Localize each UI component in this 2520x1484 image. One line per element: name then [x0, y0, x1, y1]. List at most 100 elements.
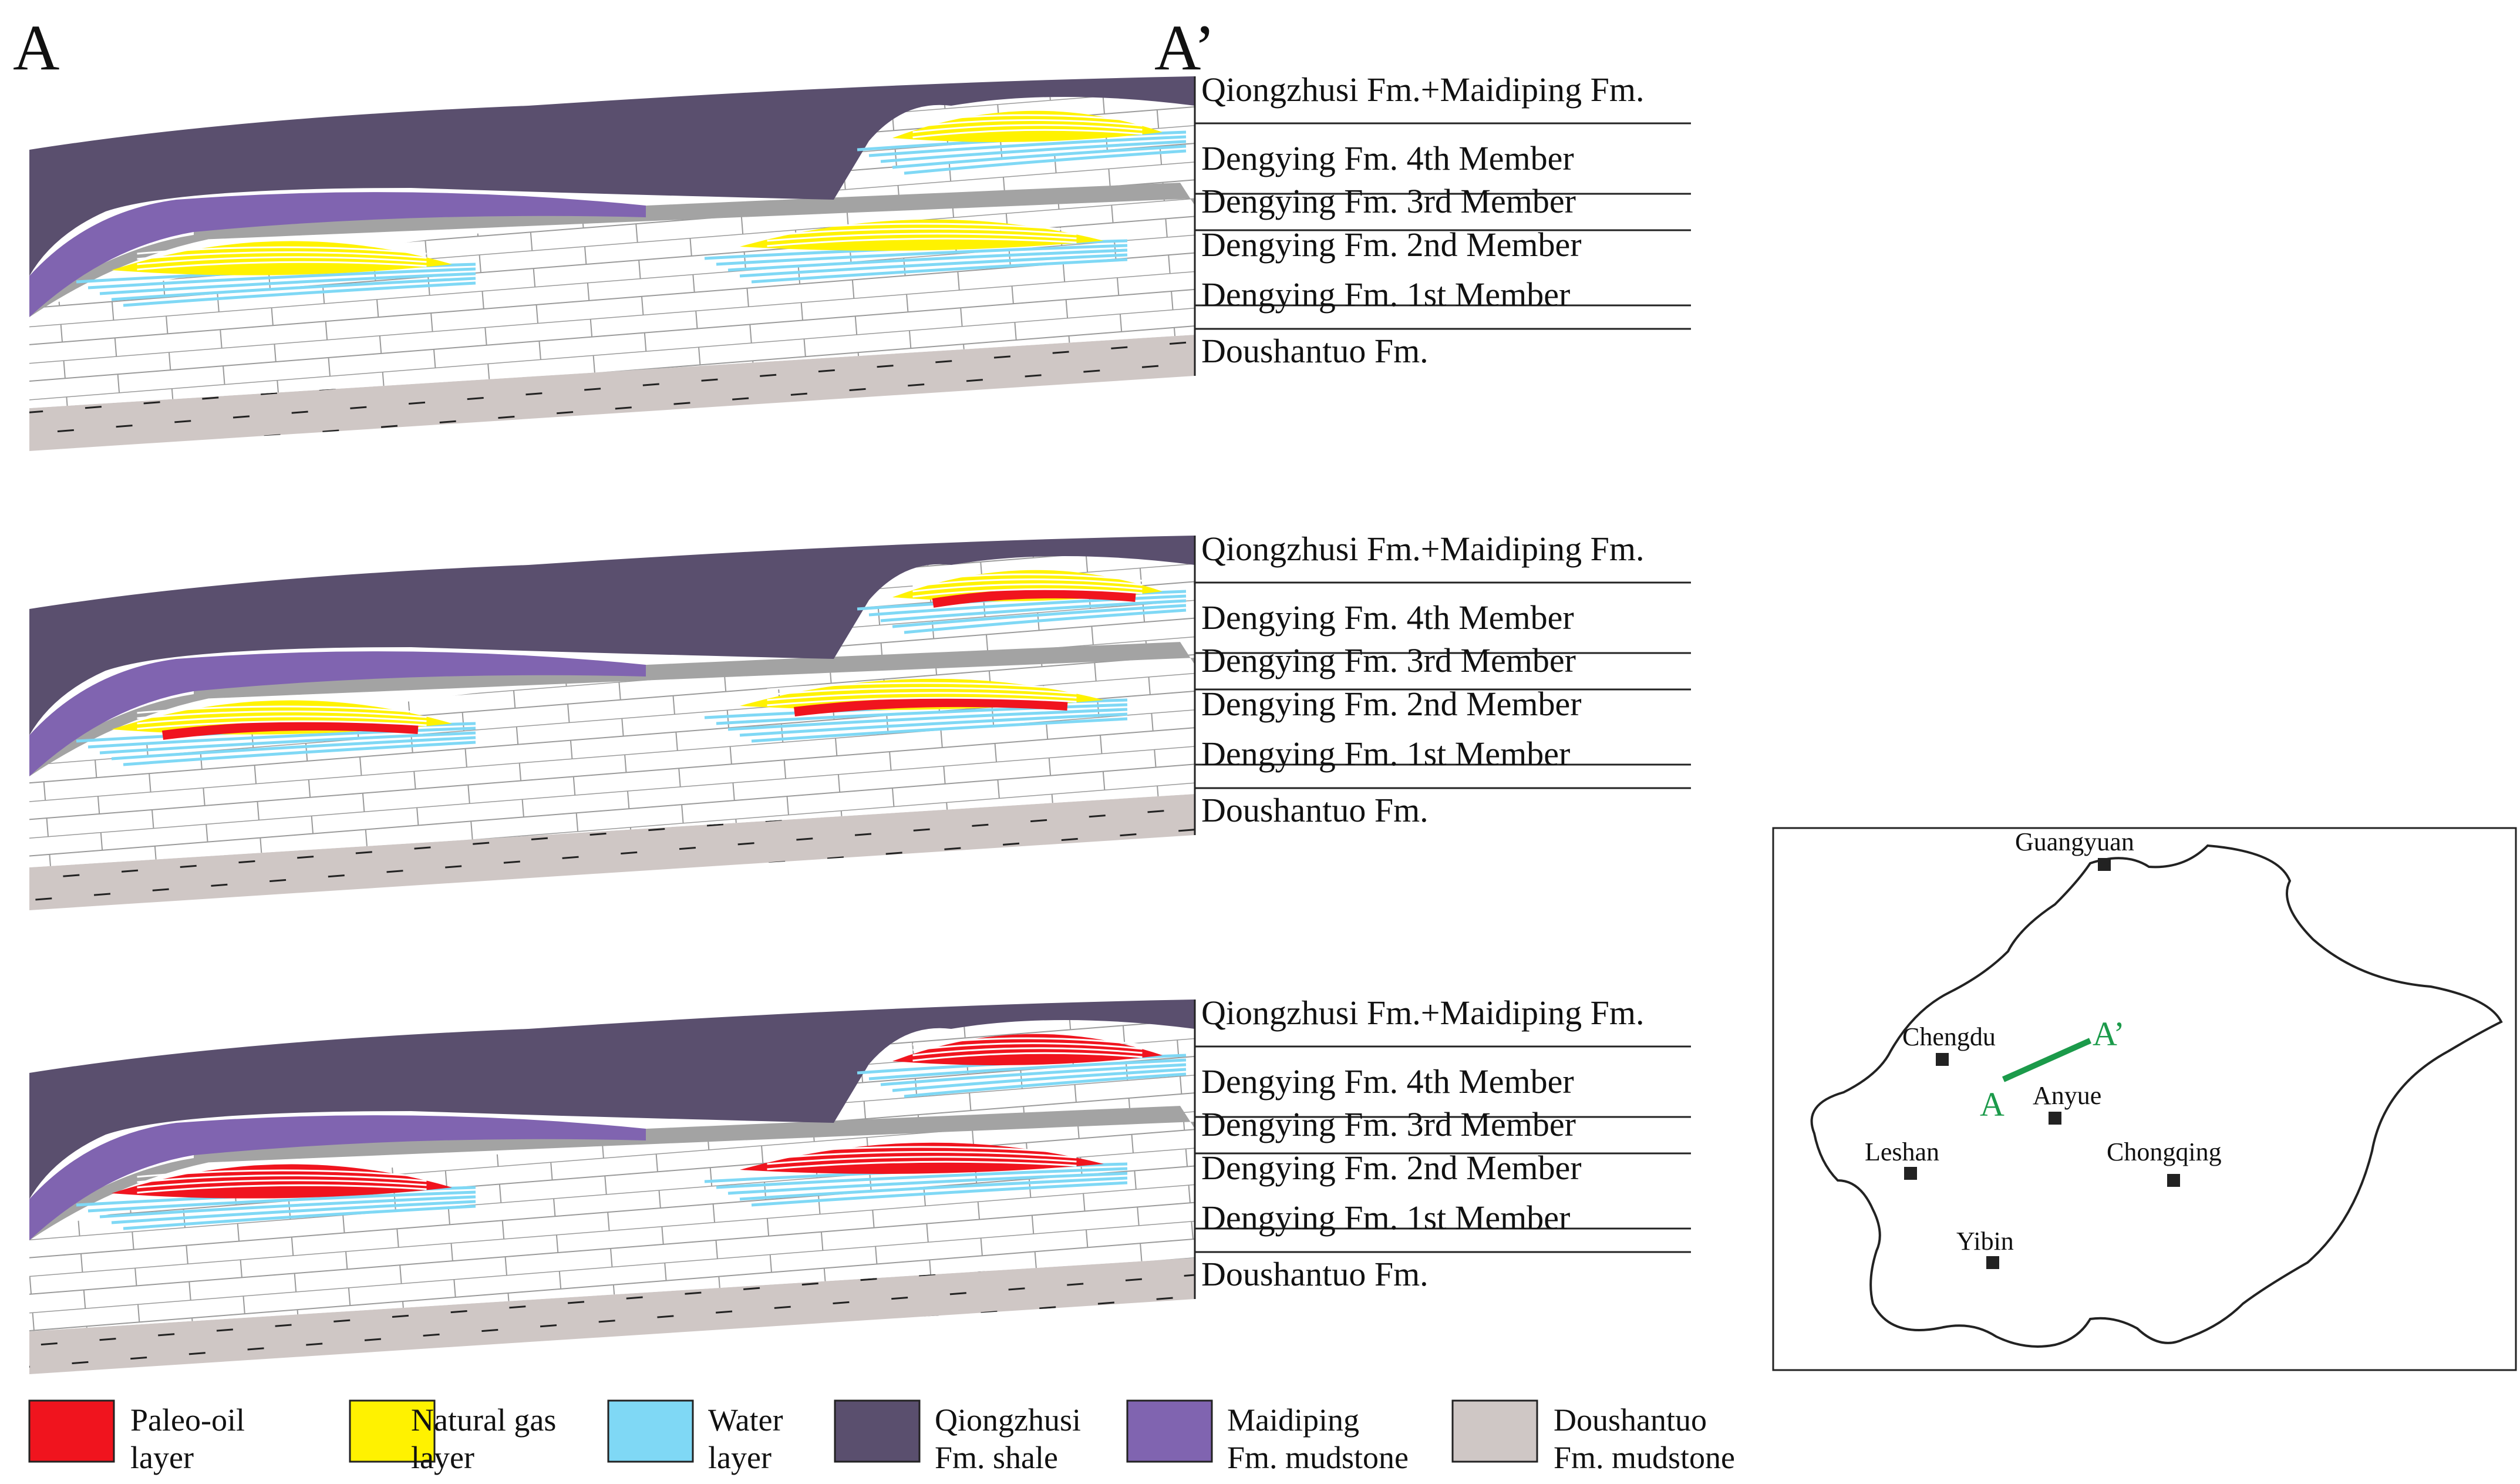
legend-label: Qiongzhusi [935, 1402, 1081, 1438]
water-layer-streak [892, 1068, 1187, 1092]
lens-bedding-line [137, 256, 427, 265]
legend-label: layer [130, 1440, 194, 1475]
lens-bedding-line [912, 578, 1143, 587]
legend-label: Doushantuo [1554, 1402, 1707, 1438]
lens-bedding-line [137, 251, 427, 260]
lens-bedding-line [767, 1160, 1077, 1170]
legend-swatch [1126, 1399, 1213, 1463]
water-layer-streak [123, 1204, 476, 1230]
water-layer-streak [868, 594, 1187, 617]
legend-swatch [349, 1399, 436, 1463]
lens-bedding-line [912, 124, 1143, 133]
section-start-label: A [13, 12, 59, 83]
water-layer-streak [904, 149, 1187, 175]
water-layer-streak [868, 135, 1187, 157]
legend-label: Maidiping [1227, 1402, 1359, 1438]
legend-label: Water [708, 1402, 783, 1438]
water-layer-streak [111, 1200, 476, 1224]
lens-bedding-line [912, 583, 1143, 593]
layer-label: Dengying Fm. 2nd Member [1201, 1149, 1582, 1187]
legend-label: layer [411, 1440, 474, 1475]
layer-label: Doushantuo Fm. [1201, 1255, 1429, 1293]
lens-bedding-line [137, 715, 427, 725]
qiongzhusi-shale [29, 536, 1195, 735]
water-layer-streak [727, 708, 1128, 731]
lens-bedding-line [137, 710, 427, 719]
water-layer-streak [727, 1172, 1128, 1195]
city-marker-icon [2049, 1112, 2061, 1125]
hydrocarbon-lens [892, 110, 1163, 142]
city-marker-icon [1986, 1256, 1999, 1269]
right-reservoir-lens [704, 219, 1128, 284]
layer-label: Dengying Fm. 3rd Member [1201, 182, 1576, 220]
city-marker-icon [1904, 1167, 1917, 1180]
water-layer-streak [892, 604, 1187, 628]
legend-label: Paleo-oil [130, 1402, 245, 1438]
paleo-oil-rim [932, 588, 1136, 608]
water-layer-streak [739, 253, 1128, 278]
water-layer-streak [751, 717, 1128, 743]
lens-bedding-line [767, 1146, 1077, 1155]
water-layer-streak [123, 281, 476, 307]
hydrocarbon-lens [892, 1034, 1163, 1065]
lens-bedding-line [137, 246, 427, 255]
layer-label: Dengying Fm. 2nd Member [1201, 226, 1582, 264]
layer-label: Qiongzhusi Fm.+Maidiping Fm. [1201, 70, 1645, 109]
lens-bedding-line [767, 1150, 1077, 1160]
lens-bedding-line [767, 1156, 1077, 1165]
paleo-oil-rim [161, 721, 419, 740]
left-reservoir-lens [76, 241, 476, 307]
city-label: Leshan [1865, 1138, 1939, 1166]
layer-label: Dengying Fm. 1st Member [1201, 735, 1570, 773]
water-layer-streak [87, 726, 476, 749]
water-layer-streak [739, 1176, 1128, 1201]
water-layer-streak [716, 703, 1128, 725]
cross-section-panel-gas: Qiongzhusi Fm.+Maidiping Fm. Dengying Fm.… [29, 70, 1691, 451]
lens-bedding-line [912, 588, 1143, 598]
layer-label: Dengying Fm. 1st Member [1201, 1199, 1570, 1237]
lens-bedding-line [912, 1047, 1143, 1056]
lens-bedding-line [137, 1184, 427, 1194]
water-layer-streak [751, 258, 1128, 284]
lens-bedding-line [137, 705, 427, 714]
water-layer-streak [111, 736, 476, 760]
cross-section-panel-oil: Qiongzhusi Fm.+Maidiping Fm. Dengying Fm.… [29, 994, 1691, 1374]
doushantuo-formation [29, 335, 1195, 451]
city-label: Yibin [1956, 1227, 2014, 1256]
layer-label: Dengying Fm. 3rd Member [1201, 1105, 1576, 1143]
city-marker-icon [1936, 1053, 1949, 1066]
city-marker-icon [2167, 1174, 2180, 1187]
legend-label: layer [708, 1440, 772, 1475]
water-layer-streak [868, 1058, 1187, 1081]
legend-swatch [834, 1399, 921, 1463]
legend-label: Fm. shale [935, 1440, 1058, 1475]
lens-bedding-line [912, 573, 1143, 582]
lens-bedding-line [912, 1052, 1143, 1062]
layer-label: Dengying Fm. 4th Member [1201, 1062, 1574, 1101]
upper-reservoir-lens [857, 110, 1187, 175]
lens-bedding-line [137, 261, 427, 271]
legend-label: Fm. mudstone [1227, 1440, 1409, 1475]
lens-bedding-line [137, 720, 427, 730]
city-label: Anyue [2033, 1081, 2101, 1110]
maidiping-mudstone [29, 192, 646, 317]
lens-bedding-line [767, 237, 1077, 247]
section-line-a-a [2002, 1038, 2092, 1082]
qiongzhusi-shale [29, 76, 1195, 276]
hydrocarbon-lens [740, 1142, 1104, 1174]
legend-label: Natural gas [411, 1402, 556, 1438]
lens-bedding-line [767, 227, 1077, 237]
legend-swatch [1451, 1399, 1538, 1463]
lens-bedding-line [912, 114, 1143, 123]
section-end-label: A’ [1154, 12, 1215, 83]
layer-label: Qiongzhusi Fm.+Maidiping Fm. [1201, 994, 1645, 1032]
paleo-oil-rim [794, 697, 1068, 716]
upper-reservoir-lens [857, 1034, 1187, 1098]
city-label: Guangyuan [2015, 827, 2134, 856]
lens-bedding-line [912, 119, 1143, 128]
